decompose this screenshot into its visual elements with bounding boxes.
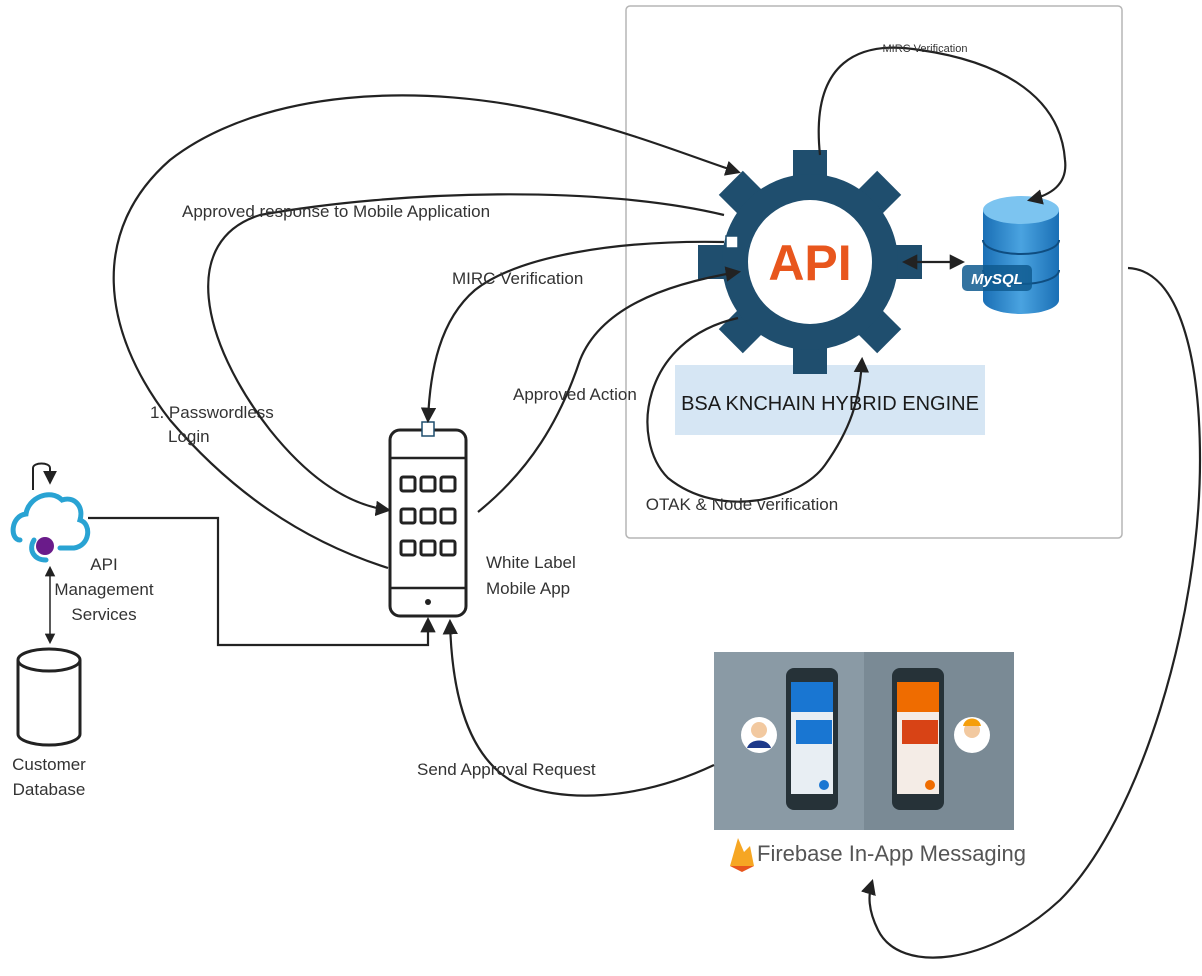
send-approval-label: Send Approval Request <box>417 760 596 779</box>
customer-db-label-2: Database <box>13 780 86 799</box>
mobile-app-label-2: Mobile App <box>486 579 570 598</box>
approved-action-label: Approved Action <box>513 385 637 404</box>
api-mgmt-label-1: API <box>90 555 117 574</box>
customer-db-label-1: Customer <box>12 755 86 774</box>
mirc-top-label: MIRC Verification <box>883 43 968 55</box>
api-mgmt-phone-connector <box>88 516 436 647</box>
mysql-database-icon <box>962 196 1060 314</box>
mirc-verification-label: MIRC Verification <box>452 269 583 288</box>
passwordless-label-1: 1. Passwordless <box>150 403 274 422</box>
mysql-firebase-connector <box>861 266 1202 959</box>
api-mgmt-label-2: Management <box>54 580 154 599</box>
mirc-verification-connector <box>420 240 725 424</box>
engine-band <box>675 365 985 435</box>
mobile-app-label-1: White Label <box>486 553 576 572</box>
api-label: API <box>768 235 851 291</box>
passwordless-login-connector <box>112 94 741 570</box>
api-mgmt-label-3: Services <box>71 605 136 624</box>
database-icon <box>16 647 82 747</box>
otak-connector <box>646 316 870 503</box>
otak-label: OTAK & Node verification <box>646 495 838 514</box>
approved-response-connector <box>207 193 725 517</box>
gear-icon <box>698 150 922 374</box>
firebase-illustration <box>714 652 1014 878</box>
mirc-top-connector <box>817 46 1067 205</box>
mysql-label: MySQL <box>971 271 1023 288</box>
approved-action-connector <box>477 266 742 513</box>
send-approval-connector <box>442 618 715 797</box>
passwordless-label-2: Login <box>168 427 210 446</box>
approved-response-label: Approved response to Mobile Application <box>182 202 490 221</box>
api-port <box>725 235 739 249</box>
engine-label: BSA KNCHAIN HYBRID ENGINE <box>681 393 979 415</box>
firebase-label: Firebase In-App Messaging <box>757 841 1026 866</box>
cloud-icon <box>10 462 91 563</box>
mobile-phone-icon <box>388 421 468 618</box>
